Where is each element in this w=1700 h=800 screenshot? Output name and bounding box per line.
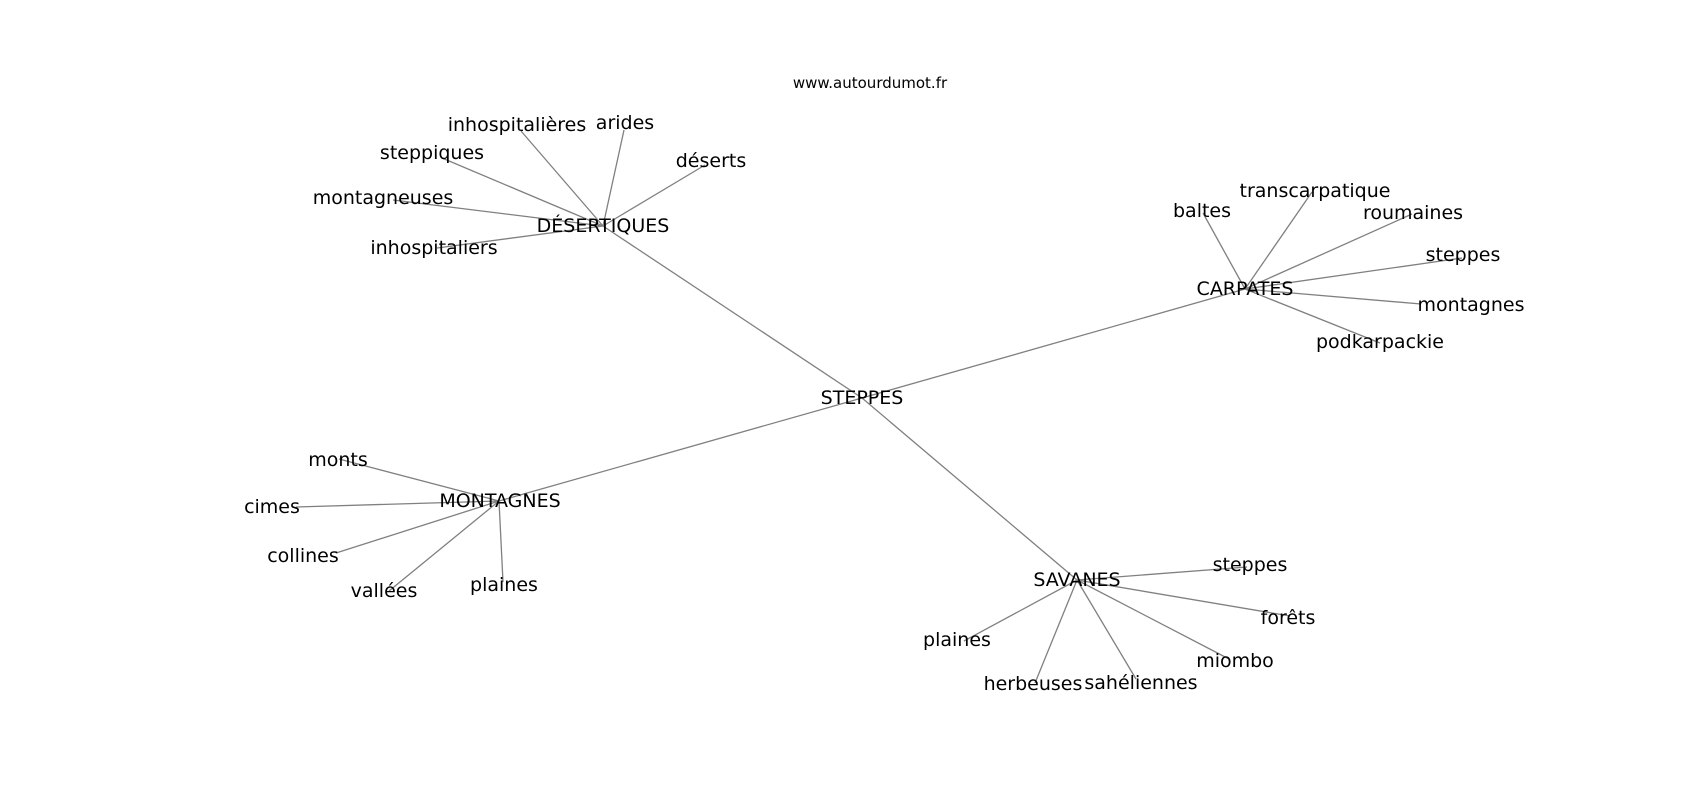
edge-carpates-to-baltes bbox=[1202, 212, 1246, 290]
leaf-node-desertiques-arides: arides bbox=[596, 112, 654, 134]
edge-savanes-to-forets bbox=[1076, 579, 1291, 617]
edge-desertiques-to-inhospitalieres bbox=[520, 130, 604, 227]
leaf-node-desertiques-montagneuses: montagneuses bbox=[313, 187, 454, 209]
edge-carpates-to-montagnes bbox=[1244, 288, 1422, 305]
leaf-node-montagnes-vallees: vallées bbox=[351, 580, 418, 602]
edge-montagnes-to-collines bbox=[335, 500, 500, 554]
edge-carpates-to-podkarpackie bbox=[1244, 288, 1381, 344]
edge-carpates-to-transcarpatique bbox=[1244, 191, 1313, 290]
leaf-node-montagnes-plaines: plaines bbox=[470, 574, 538, 596]
leaf-node-montagnes-cimes: cimes bbox=[244, 496, 300, 518]
edge-center-to-carpates bbox=[861, 288, 1246, 399]
edge-center-to-desertiques bbox=[602, 225, 863, 399]
edge-desertiques-to-inhospitaliers bbox=[436, 225, 604, 249]
leaf-node-savanes-saheliennes: sahéliennes bbox=[1084, 672, 1197, 694]
leaf-node-savanes-herbeuses: herbeuses bbox=[984, 673, 1083, 695]
graph-edges bbox=[295, 129, 1463, 684]
leaf-node-montagnes-monts: monts bbox=[308, 449, 368, 471]
edge-center-to-montagnes bbox=[498, 397, 863, 502]
leaf-node-carpates-roumaines: roumaines bbox=[1363, 202, 1463, 224]
edge-desertiques-to-deserts bbox=[602, 164, 706, 227]
edge-desertiques-to-steppiques bbox=[441, 157, 604, 227]
leaf-node-savanes-steppes: steppes bbox=[1213, 554, 1288, 576]
leaf-node-montagnes-collines: collines bbox=[267, 545, 339, 567]
edge-desertiques-to-arides bbox=[602, 129, 625, 227]
leaf-node-savanes-forets: forêts bbox=[1261, 607, 1316, 629]
edge-savanes-to-miombo bbox=[1076, 579, 1230, 660]
edge-montagnes-to-plaines bbox=[498, 500, 504, 583]
edge-montagnes-to-cimes bbox=[295, 500, 500, 508]
leaf-node-savanes-plaines: plaines bbox=[923, 629, 991, 651]
edge-savanes-to-steppes bbox=[1076, 566, 1248, 581]
hub-node-savanes: SAVANES bbox=[1033, 569, 1120, 591]
graph-labels: STEPPES DÉSERTIQUES inhospitalières aridesd… bbox=[244, 112, 1524, 695]
edge-center-to-savanes bbox=[861, 397, 1078, 581]
leaf-node-desertiques-inhospitaliers: inhospitaliers bbox=[370, 237, 497, 259]
edge-savanes-to-saheliennes bbox=[1076, 579, 1137, 680]
edge-montagnes-to-vallees bbox=[388, 500, 500, 592]
hub-node-desertiques: DÉSERTIQUES bbox=[537, 214, 670, 237]
edge-montagnes-to-monts bbox=[338, 458, 500, 502]
leaf-node-desertiques-deserts: déserts bbox=[676, 150, 747, 172]
hub-node-montagnes: MONTAGNES bbox=[439, 490, 560, 512]
edge-carpates-to-roumaines bbox=[1244, 213, 1413, 290]
hub-node-carpates: CARPATES bbox=[1197, 278, 1294, 300]
leaf-node-carpates-transcarpatique: transcarpatique bbox=[1240, 180, 1391, 202]
edge-desertiques-to-montagneuses bbox=[392, 199, 604, 227]
leaf-node-carpates-steppes: steppes bbox=[1426, 244, 1501, 266]
watermark-text: www.autourdumot.fr bbox=[793, 74, 948, 92]
center-node-label: STEPPES bbox=[821, 387, 904, 409]
leaf-node-desertiques-steppiques: steppiques bbox=[380, 142, 484, 164]
leaf-node-savanes-miombo: miombo bbox=[1196, 650, 1274, 672]
leaf-node-desertiques-inhospitalieres: inhospitalières bbox=[448, 114, 587, 136]
edge-carpates-to-steppes bbox=[1244, 257, 1463, 290]
leaf-node-carpates-baltes: baltes bbox=[1173, 200, 1231, 222]
leaf-node-carpates-montagnes: montagnes bbox=[1418, 294, 1525, 316]
edge-savanes-to-plaines bbox=[963, 579, 1078, 642]
edge-savanes-to-herbeuses bbox=[1034, 579, 1078, 684]
leaf-node-carpates-podkarpackie: podkarpackie bbox=[1316, 331, 1444, 353]
